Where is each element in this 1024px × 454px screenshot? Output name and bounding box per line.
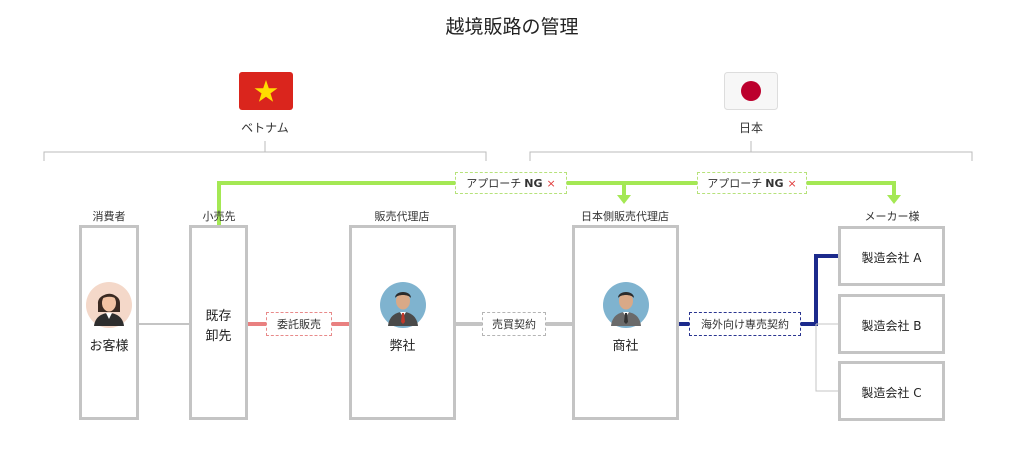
sales-contract-tag: 売買契約: [482, 312, 546, 336]
consumer-box-label: お客様: [89, 339, 129, 354]
column-label-maker: メーカー様: [864, 210, 920, 223]
retailer-box-label-line1: 既存: [205, 309, 232, 324]
approach-tag-text: アプローチ: [466, 177, 522, 190]
woman-avatar-icon: [86, 282, 132, 332]
consignment-tag: 委託販売: [266, 312, 332, 336]
japan-flag-icon: [724, 72, 778, 114]
maker-branch-lines: [815, 323, 838, 392]
sales-agent-box: [349, 225, 456, 420]
column-label-consumer: 消費者: [92, 210, 126, 223]
sales-agent-box-label: 弊社: [389, 339, 416, 354]
maker-a-box: [838, 226, 945, 286]
column-label-jp-agent: 日本側販売代理店: [581, 210, 669, 223]
maker-c-box: [838, 361, 945, 421]
retailer-box: [189, 225, 248, 420]
region-label-japan: 日本: [738, 121, 763, 135]
maker-b-label: 製造会社 B: [861, 319, 922, 333]
column-label-retailer: 小売先: [202, 210, 236, 223]
retailer-box-label-line2: 卸先: [205, 329, 232, 344]
column-label-sales-agent: 販売代理店: [374, 210, 430, 223]
approach-tag-text: アプローチ: [707, 177, 763, 190]
approach-arrow-jp: [617, 195, 631, 204]
close-icon: ×: [546, 176, 556, 190]
vietnam-bracket: [43, 141, 487, 161]
close-icon: ×: [787, 176, 797, 190]
export-contract-tag: 海外向け専売契約: [689, 312, 801, 336]
businessman-avatar-icon: [380, 282, 426, 332]
jp-agent-box-label: 商社: [612, 339, 639, 354]
maker-a-label: 製造会社 A: [861, 251, 922, 265]
approach-tag-ng: NG: [524, 176, 543, 190]
maker-c-label: 製造会社 C: [861, 386, 922, 400]
vietnam-flag-icon: [239, 72, 293, 114]
maker-b-box: [838, 294, 945, 354]
region-label-vietnam: ベトナム: [241, 121, 289, 135]
approach-tag-ng: NG: [765, 176, 784, 190]
consumer-box: [79, 225, 139, 420]
approach-arrow-maker: [887, 195, 901, 204]
page-title: 越境販路の管理: [445, 16, 579, 38]
japan-bracket: [529, 141, 973, 161]
businessman-avatar-icon: [603, 282, 649, 332]
